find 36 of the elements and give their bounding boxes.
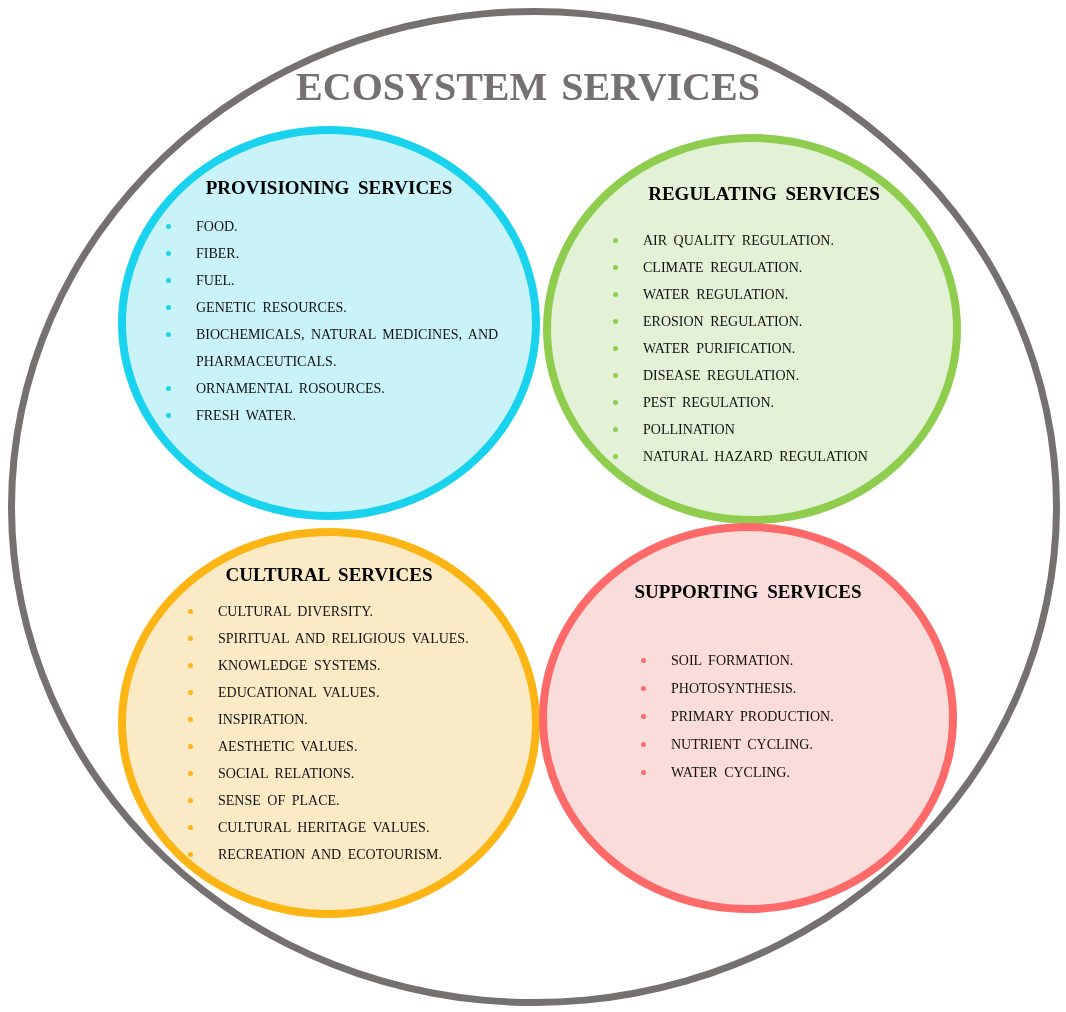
list-item: CLIMATE REGULATION.: [643, 259, 804, 277]
list-item: SOCIAL RELATIONS.: [218, 765, 356, 783]
list-item: PRIMARY PRODUCTION.: [671, 708, 835, 726]
list-item: SOIL FORMATION.: [671, 652, 795, 670]
category-heading: PROVISIONING SERVICES: [205, 176, 453, 199]
list-item: FUEL.: [196, 272, 236, 290]
category-heading: SUPPORTING SERVICES: [634, 580, 862, 603]
list-item: POLLINATION: [643, 421, 736, 439]
list-item: SPIRITUAL AND RELIGIOUS VALUES.: [218, 630, 470, 648]
list-item: BIOCHEMICALS, NATURAL MEDICINES, AND PHARMACEUTICALS.: [196, 326, 500, 371]
list-item: AESTHETIC VALUES.: [218, 738, 359, 756]
circle-heading: ECOSYSTEM SERVICES: [296, 63, 760, 110]
list-item: EROSION REGULATION.: [643, 313, 804, 331]
list-item: NATURAL HAZARD REGULATION: [643, 448, 869, 466]
list-item: SENSE OF PLACE.: [218, 792, 341, 810]
list-item: AIR QUALITY REGULATION.: [643, 232, 835, 250]
list-item: WATER REGULATION.: [643, 286, 790, 304]
list-item: INSPIRATION.: [218, 711, 309, 729]
list-item: FOOD.: [196, 218, 239, 236]
list-item: EDUCATIONAL VALUES.: [218, 684, 381, 702]
category-heading: REGULATING SERVICES: [648, 182, 880, 205]
list-item: FIBER.: [196, 245, 241, 263]
list-item: CULTURAL DIVERSITY.: [218, 603, 374, 621]
list-item: RECREATION AND ECOTOURISM.: [218, 846, 443, 864]
list-item: WATER CYCLING.: [671, 764, 791, 782]
list-item: NUTRIENT CYCLING.: [671, 736, 814, 754]
list-item: KNOWLEDGE SYSTEMS.: [218, 657, 382, 675]
list-item: PEST REGULATION.: [643, 394, 776, 412]
list-item: ORNAMENTAL ROSOURCES.: [196, 380, 386, 398]
list-item: PHOTOSYNTHESIS.: [671, 680, 798, 698]
category-heading: CULTURAL SERVICES: [225, 563, 433, 586]
list-item: CULTURAL HERITAGE VALUES.: [218, 819, 431, 837]
list-item: WATER PURIFICATION.: [643, 340, 797, 358]
list-item: DISEASE REGULATION.: [643, 367, 801, 385]
list-item: FRESH WATER.: [196, 407, 297, 425]
list-item: GENETIC RESOURCES.: [196, 299, 348, 317]
